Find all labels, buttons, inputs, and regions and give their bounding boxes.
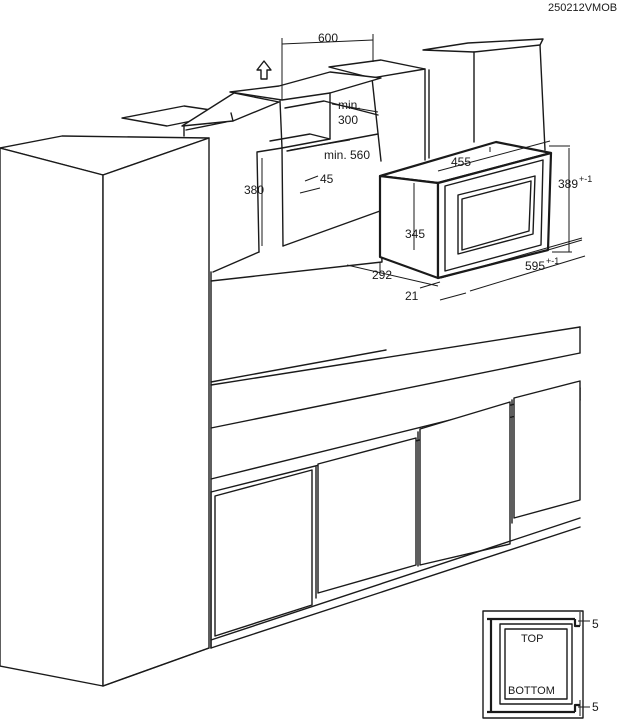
dim-oven-width: 455 <box>451 155 471 169</box>
document-code: 250212VMOB <box>548 2 617 14</box>
dim-oven-height-inner: 345 <box>405 227 425 241</box>
dimension-lines <box>261 34 586 301</box>
dim-frame-depth: 21 <box>405 289 419 303</box>
detail-top-label: TOP <box>521 633 543 645</box>
detail-bottom-label: BOTTOM <box>508 685 555 697</box>
dim-frame-width-tol: +-1 <box>546 256 559 266</box>
dim-min-width: min. 560 <box>324 148 370 162</box>
detail-top-gap: 5 <box>592 617 599 631</box>
tall-cabinet <box>0 135 210 687</box>
dim-oven-height-outer: 389 <box>558 177 578 191</box>
dim-min-depth-prefix: min. <box>338 98 361 112</box>
dimension-labels: 600 min. 300 min. 560 380 45 455 389 +-1… <box>244 31 592 303</box>
dim-recess: 45 <box>320 172 334 186</box>
mounting-detail: TOP BOTTOM 5 5 <box>482 610 599 719</box>
dim-frame-width: 595 <box>525 259 545 273</box>
up-arrow-icon <box>256 60 272 80</box>
detail-bottom-gap: 5 <box>592 700 599 714</box>
wall-cabinets <box>121 38 546 162</box>
dim-niche-width: 600 <box>318 31 338 45</box>
dim-niche-height: 380 <box>244 183 264 197</box>
dim-min-depth-value: 300 <box>338 113 358 127</box>
base-cabinets <box>210 380 581 649</box>
dim-oven-height-tol: +-1 <box>579 174 592 184</box>
dim-oven-depth: 292 <box>372 268 392 282</box>
